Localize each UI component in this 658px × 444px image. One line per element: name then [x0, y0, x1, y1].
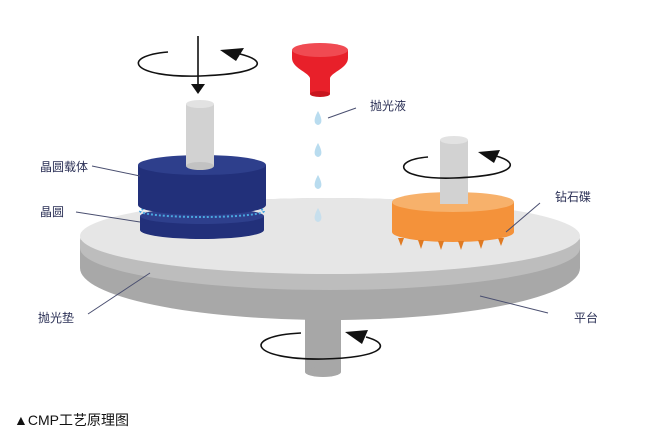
slurry-droplets-icon [314, 111, 322, 222]
disk-rotation-arrow-icon [403, 150, 512, 179]
label-polishing-pad: 抛光垫 [38, 311, 75, 325]
label-diamond-disk: 钻石碟 [555, 190, 592, 204]
leader-lines [75, 107, 549, 315]
downforce-arrow-icon [191, 36, 205, 94]
diamond-disk-assembly [392, 136, 514, 250]
wafer-carrier-assembly [138, 100, 266, 239]
carrier-rotation-arrow-icon [137, 48, 259, 77]
label-platen: 平台 [574, 311, 599, 325]
figure-caption: ▲CMP工艺原理图 [14, 412, 129, 428]
slurry-nozzle-icon [292, 43, 348, 97]
label-wafer: 晶圆 [40, 205, 65, 219]
label-slurry: 抛光液 [370, 99, 407, 113]
label-wafer-carrier: 晶圆载体 [40, 160, 89, 174]
platen-rotation-arrow-icon [260, 330, 382, 360]
